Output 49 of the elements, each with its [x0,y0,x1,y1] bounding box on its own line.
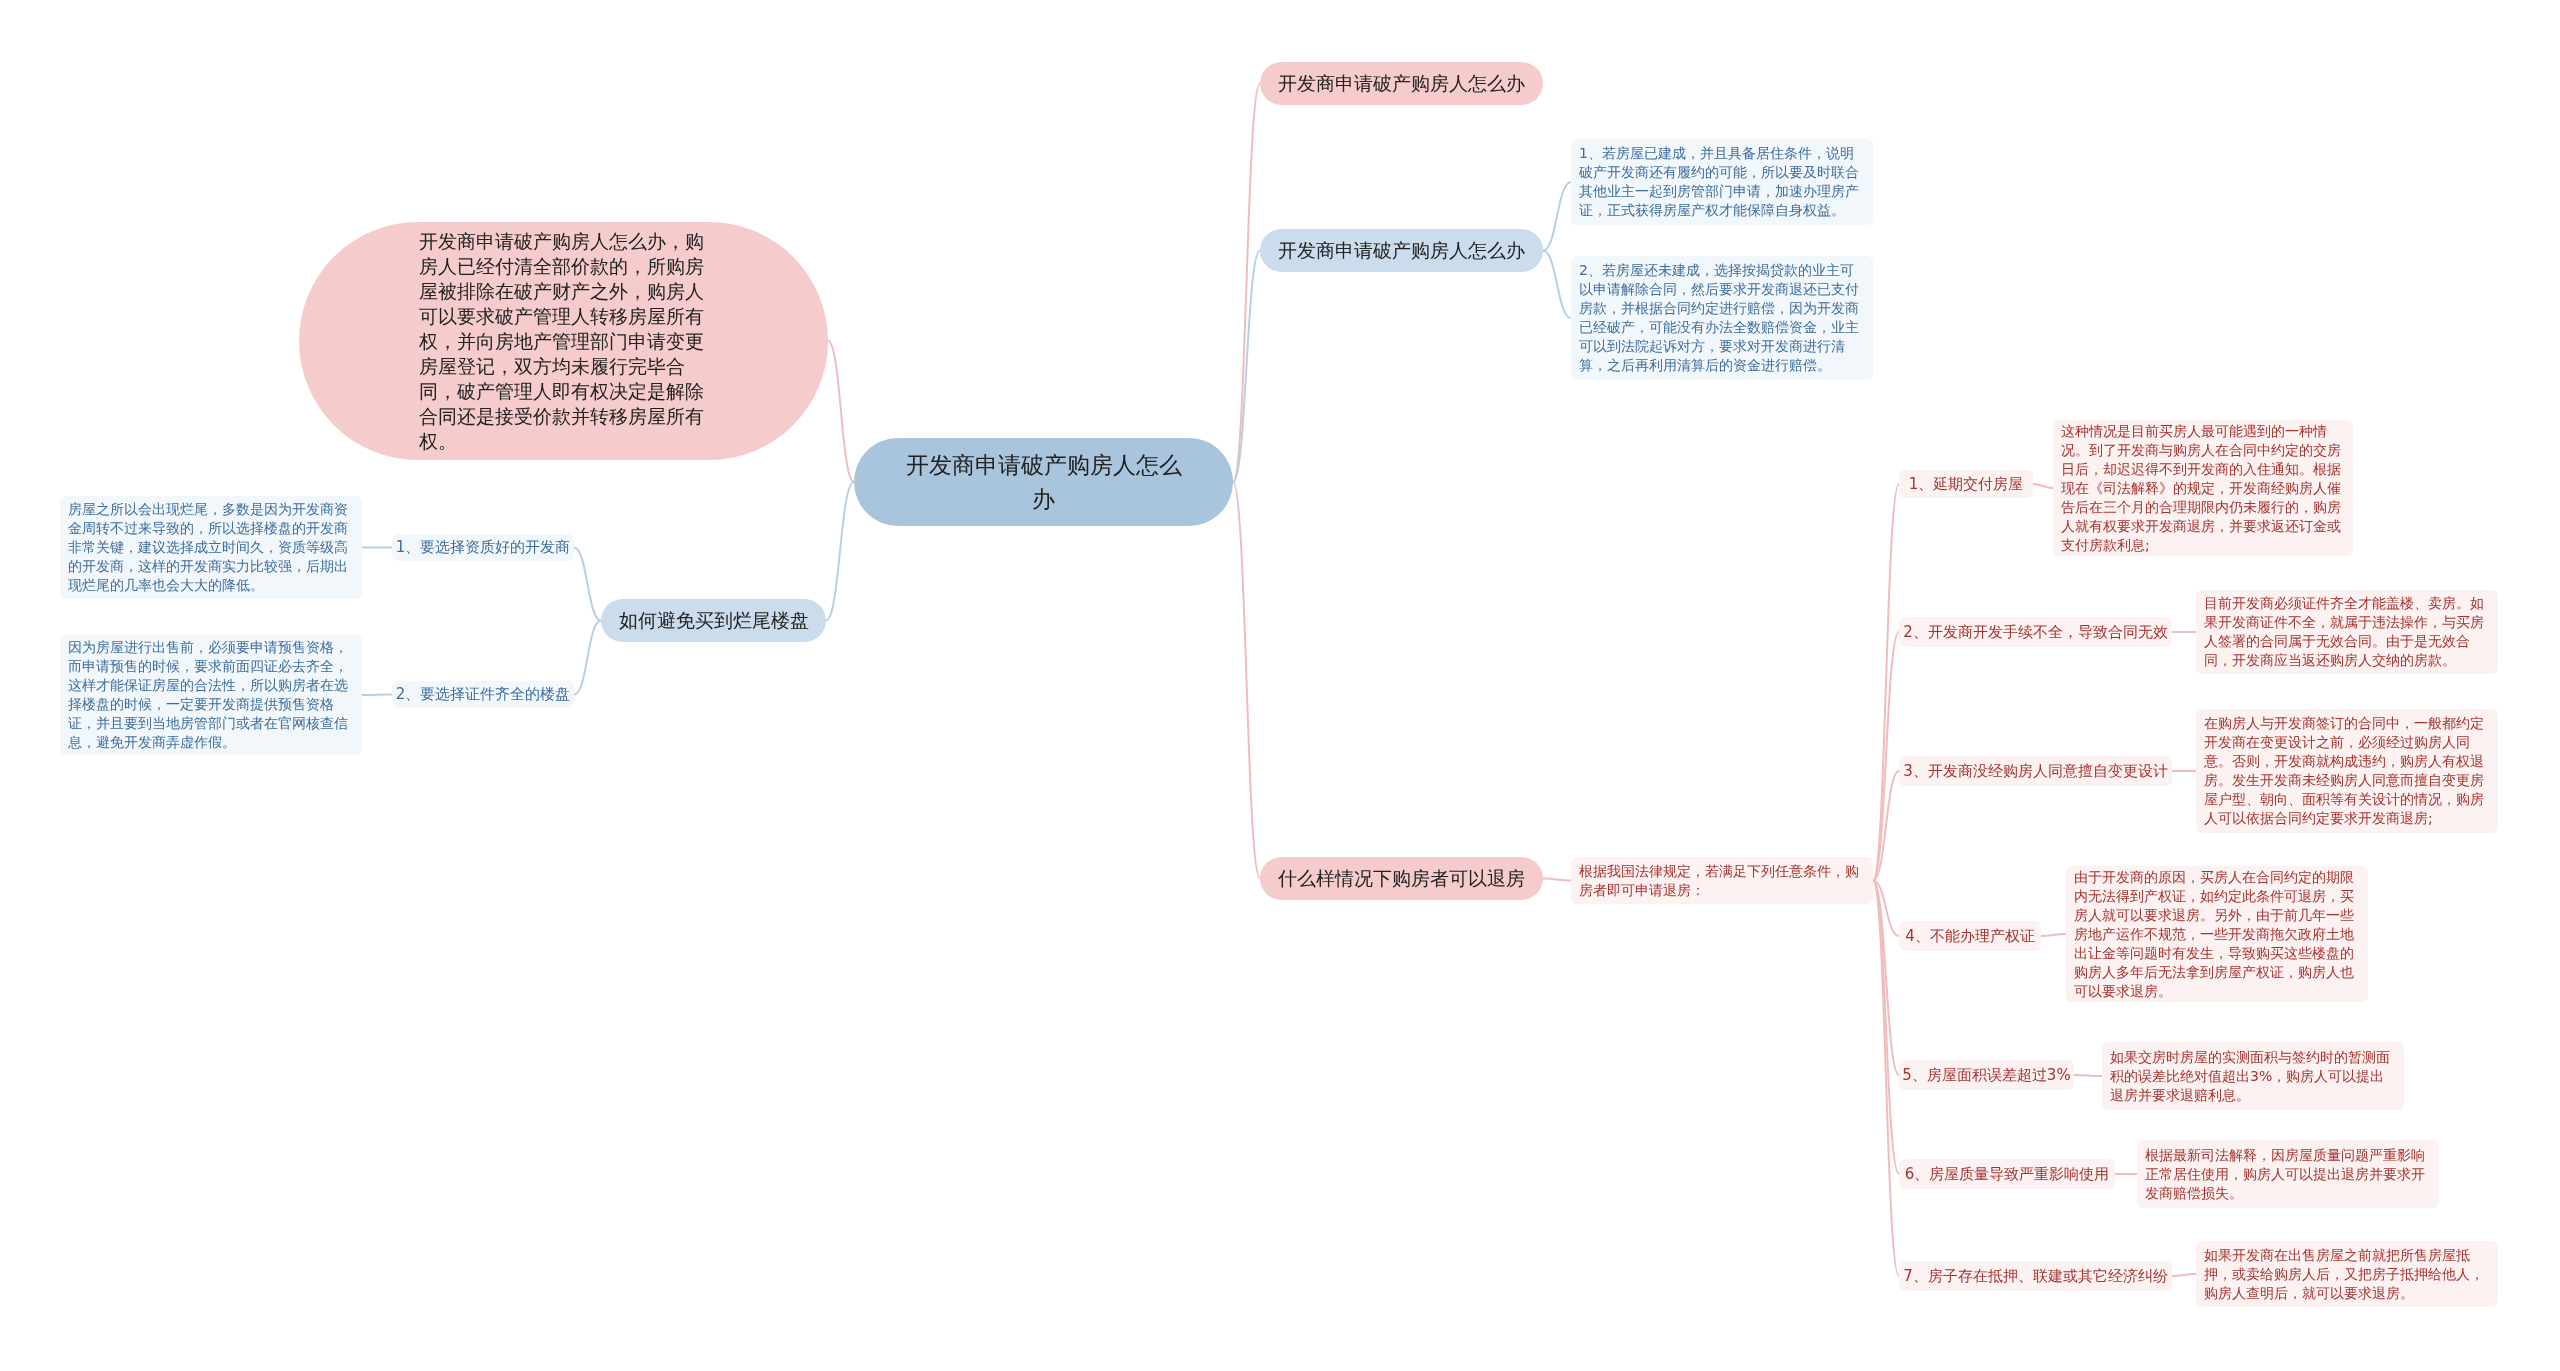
connector-line [1542,877,1572,882]
note-box: 1、若房屋已建成，并且具备居住条件，说明破产开发商还有履约的可能，所以要及时联合其他业主一起到房管部门申请，加速办理房产证，正式获得房屋产权才能保障自身权益。 [1571,139,1873,225]
subtopic-label: 5、房屋面积误差超过3% [1899,1060,2074,1090]
connector-line [1872,770,1900,882]
subtopic-label: 6、房屋质量导致严重影响使用 [1899,1159,2115,1189]
connector-line [1232,82,1261,483]
note-box: 如果交房时房屋的实测面积与签约时的暂测面积的误差比绝对值超出3%，购房人可以提出退房并要求退赔利息。 [2102,1042,2404,1110]
connector-line [2114,1173,2138,1175]
connector-line [2171,631,2197,633]
note-box: 因为房屋进行出售前，必须要申请预售资格，而申请预售的时候，要求前面四证必去齐全，这样才能保证房屋的合法性，所以购房者在选择楼盘的时候，一定要开发商提供预售资格证，并且要到当地房管部门或者在官网核查信息，避免开发商弄虚作假。 [60,635,362,755]
subtopic-label: 2、开发商开发手续不全，导致合同无效 [1899,617,2172,647]
subtopic-label: 3、开发商没经购房人同意擅自变更设计 [1899,756,2172,786]
note-box: 根据最新司法解释，因房屋质量问题严重影响正常居住使用，购房人可以提出退房并要求开发商赔偿损失。 [2137,1140,2439,1208]
subtopic-label: 1、要选择资质好的开发商 [392,534,574,561]
note-box: 根据我国法律规定，若满足下列任意条件，购房者即可申请退房： [1571,857,1873,904]
connector-line [573,619,602,696]
subtopic-label: 4、不能办理产权证 [1899,921,2041,951]
central-topic: 开发商申请破产购房人怎么办 [854,438,1233,526]
connector-line [2171,770,2197,772]
connector-line [1232,481,1261,880]
connector-line [1542,181,1572,252]
connector-line [1872,879,1900,1076]
note-box: 房屋之所以会出现烂尾，多数是因为开发商资金周转不过来导致的，所以选择楼盘的开发商非常关键，建议选择成立时间久，资质等级高的开发商，这样的开发商实力比较强，后期出现烂尾的几率也会大大的降低。 [60,496,362,599]
topic-bubble: 如何避免买到烂尾楼盘 [601,599,826,642]
note-box: 目前开发商必须证件齐全才能盖楼、卖房。如果开发商证件不全，就属于违法操作，与买房人签署的合同属于无效合同。由于是无效合同，开发商应当返还购房人交纳的房款。 [2196,590,2498,674]
note-box: 2、若房屋还未建成，选择按揭贷款的业主可以申请解除合同，然后要求开发商退还已支付房款，并根据合同约定进行赔偿，因为开发商已经破产，可能没有办法全数赔偿资金，业主可以到法院起诉对方，要求对开发商进行清算，之后再利用清算后的资金进行赔偿。 [1571,256,1873,380]
subtopic-label: 2、要选择证件齐全的楼盘 [392,681,574,708]
topic-bubble: 开发商申请破产购房人怎么办 [1260,62,1543,105]
connector-line [1872,879,1900,937]
note-box: 这种情况是目前买房人最可能遇到的一种情况。到了开发商与购房人在合同中约定的交房日后，却迟迟得不到开发商的入住通知。根据现在《司法解释》的规定，开发商经购房人催告后在三个月的合理期限内仍未履行的，购房人就有权要求开发商退房，并要求返还订金或支付房款利息; [2053,420,2353,556]
connector-line [2032,483,2054,489]
topic-bubble: 开发商申请破产购房人怎么办，购房人已经付清全部价款的，所购房屋被排除在破产财产之外，购房人可以要求破产管理人转移房屋所有权，并向房地产管理部门申请变更房屋登记，双方均未履行完毕合同，破产管理人即有权决定是解除合同还是接受价款并转移房屋所有权。 [299,222,828,460]
connector-line [573,546,602,622]
subtopic-label: 7、房子存在抵押、联建或其它经济纠纷 [1899,1261,2172,1291]
note-box: 由于开发商的原因，买房人在合同约定的期限内无法得到产权证，如约定此条件可退房，买房人就可以要求退房。另外，由于前几年一些房地产运作不规范，一些开发商拖欠政府土地出让金等问题时有发生，导致购买这些楼盘的购房人多年后无法拿到房屋产权证，购房人也可以要求退房。 [2066,866,2368,1002]
connector-line [827,340,855,483]
connector-line [1232,249,1261,483]
connector-line [1542,249,1572,319]
topic-bubble: 什么样情况下购房者可以退房 [1260,857,1543,900]
topic-bubble: 开发商申请破产购房人怎么办 [1260,229,1543,272]
connector-line [2171,1273,2197,1277]
subtopic-label: 1、延期交付房屋 [1899,470,2033,498]
connector-line [2073,1074,2103,1077]
note-box: 在购房人与开发商签订的合同中，一般都约定开发商在变更设计之前，必须经过购房人同意。否则，开发商就构成违约，购房人有权退房。发生开发商未经购房人同意而擅自变更房屋户型、朝向、面积等有关设计的情况，购房人可以依据合同约定要求开发商退房; [2196,709,2498,833]
connector-line [361,546,393,549]
connector-line [361,693,393,696]
connector-line [825,481,855,622]
connector-line [2040,933,2067,937]
note-box: 如果开发商在出售房屋之前就把所售房屋抵押，或卖给购房人后，又把房子抵押给他人，购房人查明后，就可以要求退房。 [2196,1241,2498,1307]
